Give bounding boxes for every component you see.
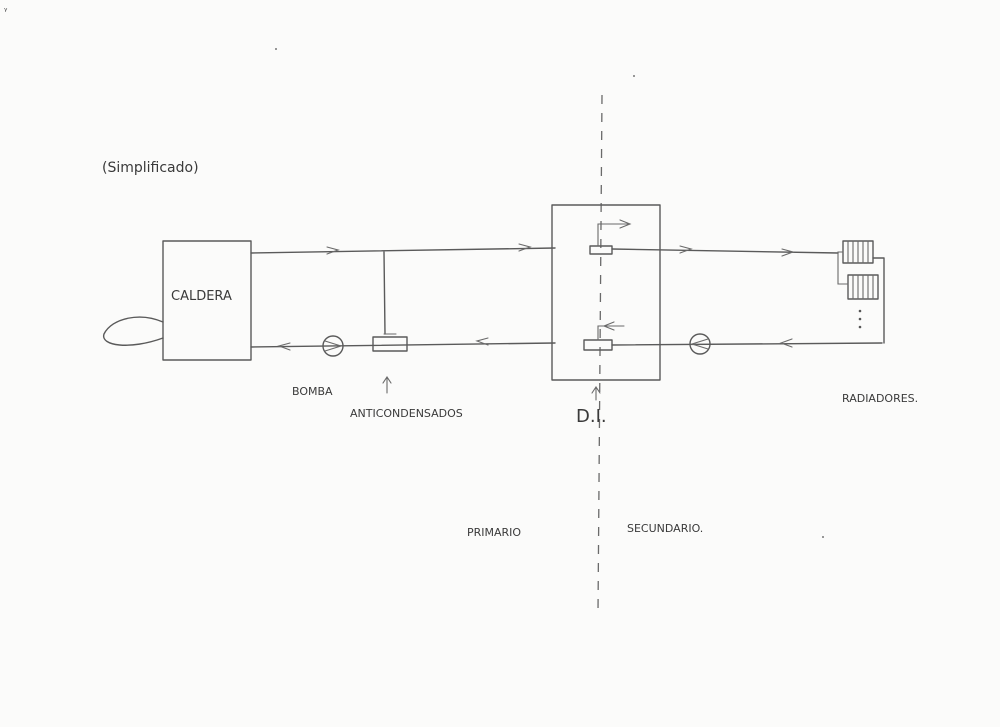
- secondary-return-pipe: [611, 342, 883, 346]
- primary-return-pipe: [250, 342, 556, 348]
- radiator-return-riser: [872, 257, 885, 344]
- bypass-pipe: [383, 251, 386, 335]
- flow-arrow-icon: [518, 243, 532, 252]
- pump-icon: [322, 335, 344, 357]
- ellipsis-dot: [858, 309, 862, 313]
- valve-top-icon: [589, 245, 613, 255]
- radiator-feed-pipe: [837, 251, 849, 285]
- valve-bottom-stem-icon: [597, 325, 625, 341]
- pump-arrow-icon: [324, 340, 343, 352]
- exchanger-pointer-icon: [591, 386, 601, 401]
- flow-arrow-icon: [779, 338, 793, 348]
- pump-arrow-icon: [690, 338, 709, 350]
- boiler: CALDERA: [103, 240, 252, 361]
- anticondensation-valve: [372, 333, 408, 352]
- primary-secondary-divider: [597, 94, 603, 613]
- primary-supply-pipe: [250, 247, 556, 254]
- secondary-supply-pipe: [611, 248, 839, 254]
- ellipsis-dot: [858, 317, 862, 321]
- ellipsis-dot: [858, 325, 862, 329]
- anticondensation-label: ANTICONDENSADOS: [350, 407, 463, 420]
- valve-bottom-arrow-icon: [602, 321, 615, 331]
- valve-body-icon: [372, 336, 408, 352]
- secondary-label: SECUNDARIO.: [627, 522, 703, 535]
- radiators-label: RADIADORES.: [842, 392, 918, 405]
- valve-top-stem-icon: [597, 223, 629, 247]
- exchanger-box: [551, 204, 661, 381]
- pump-secondary: [689, 333, 711, 355]
- subtitle-label: (Simplificado): [102, 160, 199, 176]
- anticondensation-pointer-icon: [382, 376, 392, 394]
- pump-primary: [322, 335, 344, 357]
- boiler-label: CALDERA: [171, 289, 232, 304]
- boiler-box: [162, 240, 252, 361]
- exchanger-label: D.I.: [576, 406, 607, 427]
- heat-exchanger: [551, 204, 661, 381]
- flow-arrow-icon: [277, 342, 291, 351]
- flow-arrow-icon: [781, 248, 795, 257]
- pump-icon: [689, 333, 711, 355]
- corner-mark: ᵞ: [4, 7, 8, 17]
- pump-label: BOMBA: [292, 385, 333, 398]
- flow-arrow-icon: [475, 337, 489, 346]
- burner-loop: [103, 316, 164, 346]
- valve-bottom-icon: [583, 339, 613, 351]
- flow-arrow-icon: [679, 245, 693, 254]
- flow-arrow-icon: [326, 246, 340, 255]
- radiators: [837, 240, 885, 344]
- primary-label: PRIMARIO: [467, 526, 521, 539]
- valve-top-arrow-icon: [619, 219, 632, 229]
